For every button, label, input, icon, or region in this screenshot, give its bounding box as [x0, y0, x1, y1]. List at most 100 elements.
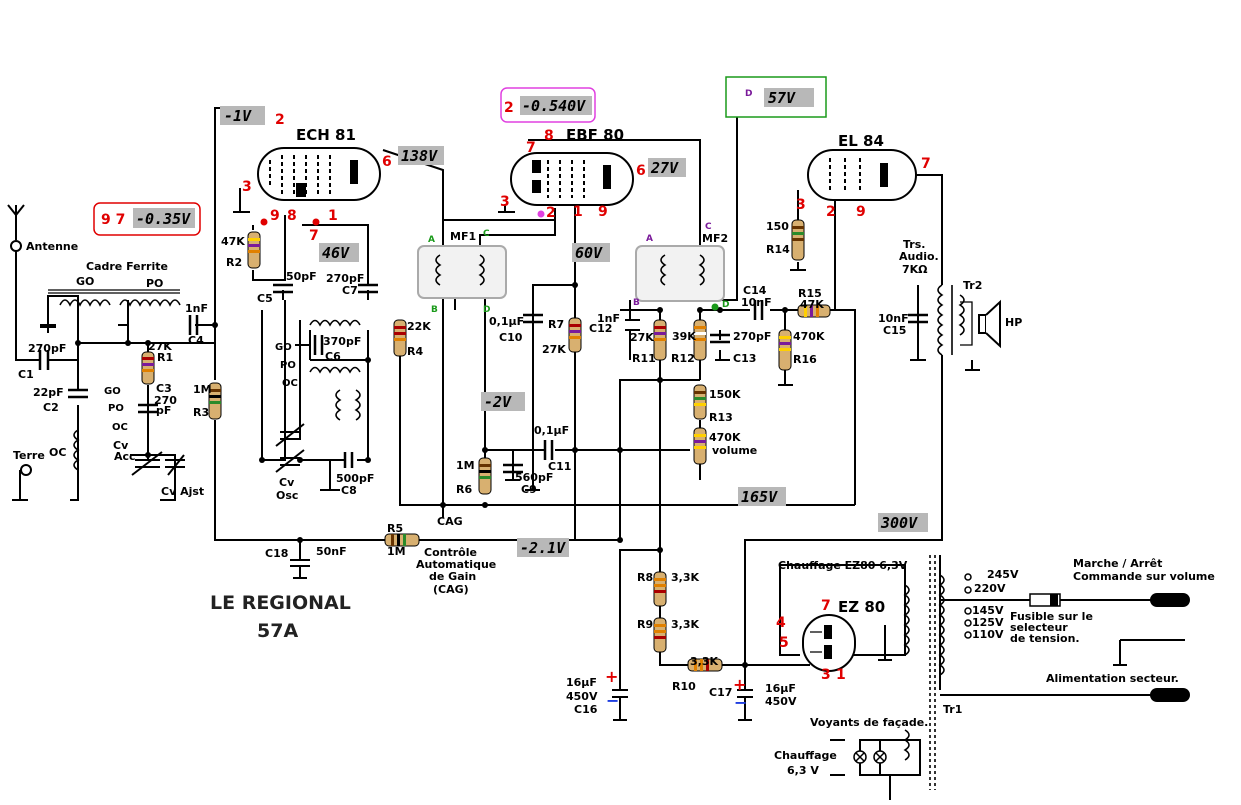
label-r9: R9 [637, 618, 653, 631]
voltage-hv-300: 300V [880, 514, 918, 532]
component-labels: Antenne Cadre Ferrite GO PO OC Terre C1 … [13, 220, 1215, 777]
svg-text:−: − [734, 693, 747, 712]
label-r7v: 27K [542, 343, 566, 356]
voltage-cag-line: -2V [484, 393, 512, 411]
voltage-ech81-plate: 138V [401, 147, 438, 165]
label-c11: C11 [548, 460, 571, 473]
label-cag1: Contrôle [424, 546, 477, 559]
label-c10: C10 [499, 331, 523, 344]
label-r8: R8 [637, 571, 653, 584]
label-trs2: Audio. [899, 250, 939, 263]
label-d1: D [483, 305, 490, 315]
label-ez-5: 5 [779, 635, 789, 651]
label-go2: GO [275, 342, 292, 353]
title-line2: 57A [257, 620, 298, 642]
polarized-caps: + − + − [605, 667, 747, 712]
label-r11v: 27K [630, 331, 654, 344]
voltage-cag-out: -2.1V [520, 539, 566, 557]
voltage-ech81-grid: -1V [224, 107, 252, 125]
label-r13: R13 [709, 411, 733, 424]
label-c17: C17 [709, 686, 732, 699]
label-r12v: 39K [672, 330, 696, 343]
label-c13: C13 [733, 352, 756, 365]
label-oc-sw: OC [112, 422, 128, 433]
voltage-el84-grid: -0.35V [136, 210, 191, 228]
label-cadre: Cadre Ferrite [86, 260, 168, 273]
label-c16a: 16µF [566, 676, 597, 689]
label-c2: C2 [43, 401, 59, 414]
label-c9v: 560pF [515, 471, 553, 484]
label-terre: Terre [13, 449, 45, 462]
label-oc2: OC [282, 378, 298, 389]
label-ez-7: 7 [821, 598, 831, 614]
label-r16: R16 [793, 353, 817, 366]
label-ech-6: 6 [382, 154, 392, 170]
label-b1: B [431, 305, 438, 315]
label-el-2: 2 [826, 204, 836, 220]
label-r3v: 1M [193, 383, 212, 396]
label-cag2: Automatique [416, 558, 496, 571]
mains-plugs [1150, 593, 1190, 702]
label-c6: C6 [325, 350, 341, 363]
label-cvajst: Cv Ajst [161, 485, 204, 498]
label-trs3: 7KΩ [902, 263, 928, 276]
svg-text:−: − [606, 691, 619, 710]
label-c10v: 0,1µF [489, 315, 524, 328]
mf1-transformer [417, 245, 507, 299]
label-ez-3: 3 [821, 667, 831, 683]
label-cag: CAG [437, 515, 463, 528]
label-fus3: de tension. [1010, 632, 1080, 645]
tube-ebf80 [510, 152, 634, 206]
label-r15: R15 [798, 287, 822, 300]
label-po2: PO [280, 360, 296, 371]
label-chauff-ez: Chauffage EZ80 6,3V [778, 559, 908, 572]
label-r2v: 47K [221, 235, 245, 248]
tube-name-el84: EL 84 [838, 132, 884, 150]
label-r1v: 27K [148, 340, 172, 353]
label-a2: A [646, 234, 653, 244]
label-r3: R3 [193, 406, 209, 419]
label-el-7: 7 [921, 156, 931, 172]
label-ebf-2: 2 [546, 205, 556, 221]
osc-coils [309, 319, 361, 421]
label-c14: C14 [743, 284, 767, 297]
label-c16: C16 [574, 703, 598, 716]
label-r13v: 150K [709, 388, 741, 401]
label-c12: C12 [589, 322, 612, 335]
label-r15v: 47K [800, 298, 824, 311]
label-go: GO [76, 275, 94, 288]
voltage-hv-165: 165V [741, 488, 778, 506]
label-tag-97: 9 7 [101, 212, 125, 228]
label-po-sw: PO [108, 403, 124, 414]
label-ebf-3: 3 [500, 194, 510, 210]
label-c4: C4 [188, 334, 204, 347]
selector-taps [964, 573, 972, 639]
label-volv: 470K [709, 431, 741, 444]
voltage-ebf80-screen: 60V [575, 244, 603, 262]
label-fus1: Fusible sur le [1010, 610, 1093, 623]
label-c18: C18 [265, 547, 288, 560]
label-r6v: 1M [456, 459, 475, 472]
label-c2v: 22pF [33, 386, 64, 399]
label-chf2: 6,3 V [787, 764, 819, 777]
svg-text:+: + [733, 675, 746, 694]
label-c14v: 10nF [741, 296, 772, 309]
label-r16v: 470K [793, 330, 825, 343]
label-c7v: 270pF [326, 272, 364, 285]
label-cvosc2: Osc [276, 489, 298, 502]
svg-text:+: + [605, 667, 618, 686]
label-c4v: 1nF [185, 302, 208, 315]
label-ech-7: 7 [309, 228, 319, 244]
label-r14v: 150 [766, 220, 789, 233]
label-tr1: Tr1 [943, 703, 962, 716]
tube-name-ech81: ECH 81 [296, 126, 356, 144]
ground-symbols [12, 326, 79, 501]
label-v220: 220V [974, 582, 1006, 595]
wiring [7, 90, 1185, 800]
label-r5v: 1M [387, 545, 406, 558]
label-v145: 145V [972, 604, 1004, 617]
label-cag3: de Gain [429, 570, 476, 583]
label-c8v: 500pF [336, 472, 374, 485]
label-vol: volume [712, 444, 757, 457]
